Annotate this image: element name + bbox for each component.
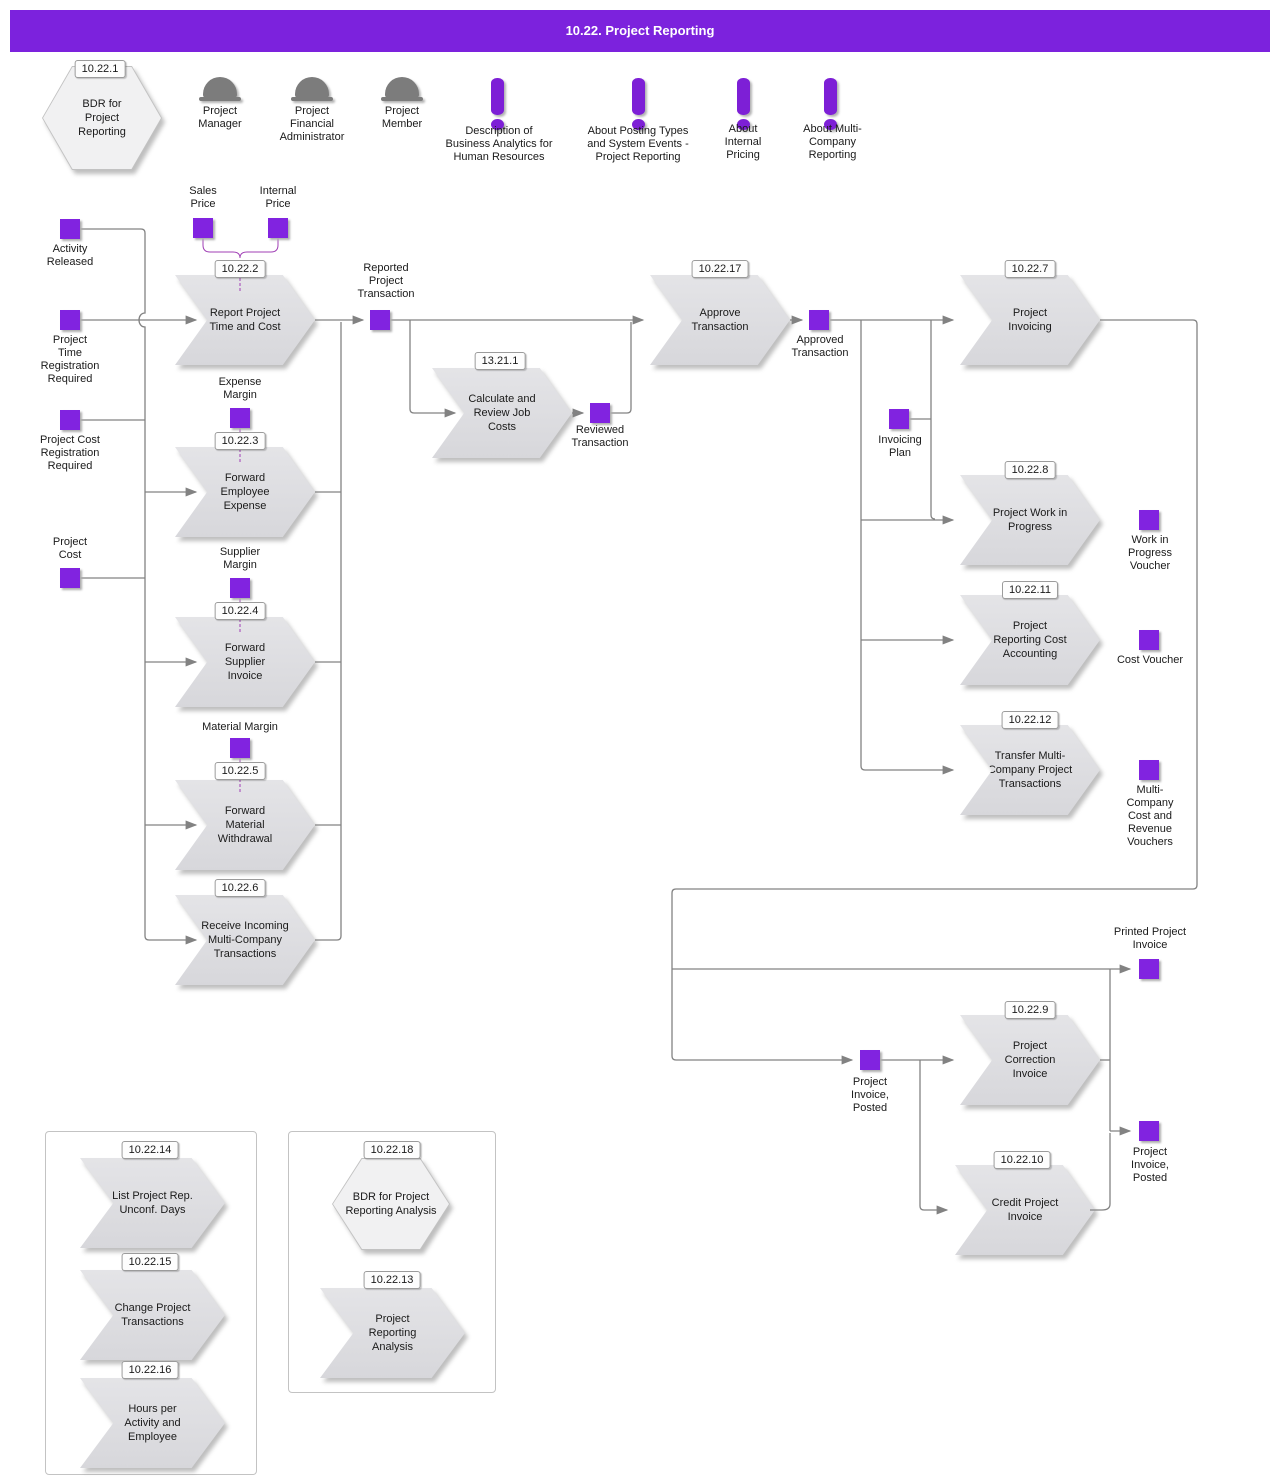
event-square-expense-margin[interactable]	[230, 408, 250, 428]
process-calculate-review-job-costs[interactable]: Calculate and Review Job Costs	[432, 368, 572, 458]
page-title: 10.22. Project Reporting	[10, 10, 1270, 52]
event-label-expense-margin: Expense Margin	[218, 376, 262, 401]
note-label-multi-company: About Multi- Company Reporting	[803, 123, 862, 161]
chip-10-22-9[interactable]: 10.22.9	[1004, 1001, 1056, 1019]
hexagon-fill	[43, 67, 161, 169]
chip-10-22-10[interactable]: 10.22.10	[993, 1151, 1051, 1169]
process-list-project-rep-unconf-days[interactable]: List Project Rep. Unconf. Days	[80, 1158, 225, 1248]
chip-10-22-16[interactable]: 10.22.16	[121, 1361, 179, 1379]
process-forward-material-withdrawal[interactable]: Forward Material Withdrawal	[175, 780, 315, 870]
process-report-project-time-and-cost[interactable]: Report Project Time and Cost	[175, 275, 315, 365]
person-icon	[199, 77, 241, 101]
process-change-project-transactions[interactable]: Change Project Transactions	[80, 1270, 225, 1360]
process-project-reporting-cost-accounting[interactable]: Project Reporting Cost Accounting	[960, 595, 1100, 685]
person-icon	[291, 77, 333, 101]
node-label: BDR for Project Reporting Analysis	[345, 1191, 437, 1217]
event-label-cost-voucher: Cost Voucher	[1116, 654, 1184, 666]
event-label-project-cost: Project Cost	[52, 536, 88, 561]
chip-10-22-3[interactable]: 10.22.3	[214, 432, 266, 450]
note-label-business-analytics: Description of Business Analytics for Hu…	[445, 125, 553, 163]
event-label-invoicing-plan: Invoicing Plan	[878, 434, 922, 459]
event-label-activity-released: Activity Released	[46, 243, 94, 268]
process-project-reporting-analysis[interactable]: Project Reporting Analysis	[320, 1288, 465, 1378]
event-square-supplier-margin[interactable]	[230, 578, 250, 598]
chip-10-22-2[interactable]: 10.22.2	[214, 260, 266, 278]
chip-10-22-7[interactable]: 10.22.7	[1004, 260, 1056, 278]
process-project-invoicing[interactable]: Project Invoicing	[960, 275, 1100, 365]
event-square-cost-reg-required[interactable]	[60, 410, 80, 430]
event-square-sales-price[interactable]	[193, 218, 213, 238]
role-label-project-member: Project Member	[381, 105, 423, 130]
event-label-material-margin: Material Margin	[202, 721, 278, 733]
note-label-posting-types: About Posting Types and System Events - …	[587, 125, 689, 163]
event-square-invoice-posted-1[interactable]	[860, 1050, 880, 1070]
process-project-work-in-progress[interactable]: Project Work in Progress	[960, 475, 1100, 565]
event-label-multi-vouchers: Multi- Company Cost and Revenue Vouchers	[1126, 784, 1174, 848]
chip-10-22-12[interactable]: 10.22.12	[1001, 711, 1059, 729]
exclamation-icon[interactable]	[490, 78, 504, 130]
chip-10-22-4[interactable]: 10.22.4	[214, 602, 266, 620]
event-label-invoice-posted-2: Project Invoice, Posted	[1131, 1146, 1169, 1184]
event-square-wip-voucher[interactable]	[1139, 510, 1159, 530]
chip-13-21-1[interactable]: 13.21.1	[474, 352, 526, 370]
event-label-printed-invoice: Printed Project Invoice	[1113, 926, 1187, 951]
event-square-approved-transaction[interactable]	[809, 310, 829, 330]
process-hours-per-activity-and-employee[interactable]: Hours per Activity and Employee	[80, 1378, 225, 1468]
event-square-project-cost[interactable]	[60, 568, 80, 588]
process-approve-transaction[interactable]: Approve Transaction	[650, 275, 790, 365]
chip-10-22-8[interactable]: 10.22.8	[1004, 461, 1056, 479]
process-forward-employee-expense[interactable]: Forward Employee Expense	[175, 447, 315, 537]
event-label-internal-price: Internal Price	[259, 185, 297, 210]
event-square-reviewed-transaction[interactable]	[590, 403, 610, 423]
event-square-multi-vouchers[interactable]	[1139, 760, 1159, 780]
process-forward-supplier-invoice[interactable]: Forward Supplier Invoice	[175, 617, 315, 707]
event-square-reported-transaction[interactable]	[370, 310, 390, 330]
event-label-cost-reg-required: Project Cost Registration Required	[40, 434, 100, 472]
person-icon	[381, 77, 423, 101]
event-square-internal-price[interactable]	[268, 218, 288, 238]
note-label-internal-pricing: About Internal Pricing	[724, 123, 762, 161]
chip-10-22-5[interactable]: 10.22.5	[214, 762, 266, 780]
event-label-invoice-posted-1: Project Invoice, Posted	[851, 1076, 889, 1114]
chip-10-22-18[interactable]: 10.22.18	[363, 1141, 421, 1159]
role-label-project-financial-administrator: Project Financial Administrator	[279, 105, 345, 143]
event-label-approved-transaction: Approved Transaction	[791, 334, 849, 359]
event-label-sales-price: Sales Price	[189, 185, 217, 210]
process-receive-incoming-multi-company[interactable]: Receive Incoming Multi-Company Transacti…	[175, 895, 315, 985]
node-bdr-for-project-reporting[interactable]: BDR for Project Reporting	[42, 66, 162, 170]
process-transfer-multi-company-transactions[interactable]: Transfer Multi- Company Project Transact…	[960, 725, 1100, 815]
hexagon-fill	[333, 1159, 449, 1249]
node-bdr-for-project-reporting-analysis[interactable]: BDR for Project Reporting Analysis	[332, 1158, 450, 1250]
event-square-invoice-posted-2[interactable]	[1139, 1121, 1159, 1141]
event-square-invoicing-plan[interactable]	[889, 409, 909, 429]
node-label: BDR for Project Reporting	[78, 98, 126, 138]
exclamation-icon[interactable]	[631, 78, 645, 130]
chip-10-22-15[interactable]: 10.22.15	[121, 1253, 179, 1271]
chip-10-22-14[interactable]: 10.22.14	[121, 1141, 179, 1159]
chip-10-22-1[interactable]: 10.22.1	[74, 60, 126, 78]
event-square-time-reg-required[interactable]	[60, 310, 80, 330]
chip-10-22-17[interactable]: 10.22.17	[691, 260, 749, 278]
event-square-cost-voucher[interactable]	[1139, 630, 1159, 650]
event-square-material-margin[interactable]	[230, 738, 250, 758]
event-label-reported-transaction: Reported Project Transaction	[357, 262, 415, 300]
event-label-supplier-margin: Supplier Margin	[219, 546, 261, 571]
chip-10-22-6[interactable]: 10.22.6	[214, 879, 266, 897]
process-credit-project-invoice[interactable]: Credit Project Invoice	[955, 1165, 1095, 1255]
exclamation-icon[interactable]	[823, 78, 837, 130]
event-square-printed-invoice[interactable]	[1139, 959, 1159, 979]
event-label-time-reg-required: Project Time Registration Required	[40, 334, 100, 385]
event-label-wip-voucher: Work in Progress Voucher	[1127, 534, 1173, 572]
event-square-activity-released[interactable]	[60, 219, 80, 239]
event-label-reviewed-transaction: Reviewed Transaction	[571, 424, 629, 449]
process-project-correction-invoice[interactable]: Project Correction Invoice	[960, 1015, 1100, 1105]
role-label-project-manager: Project Manager	[198, 105, 242, 130]
exclamation-icon[interactable]	[736, 78, 750, 130]
chip-10-22-13[interactable]: 10.22.13	[363, 1271, 421, 1289]
chip-10-22-11[interactable]: 10.22.11	[1001, 581, 1059, 599]
